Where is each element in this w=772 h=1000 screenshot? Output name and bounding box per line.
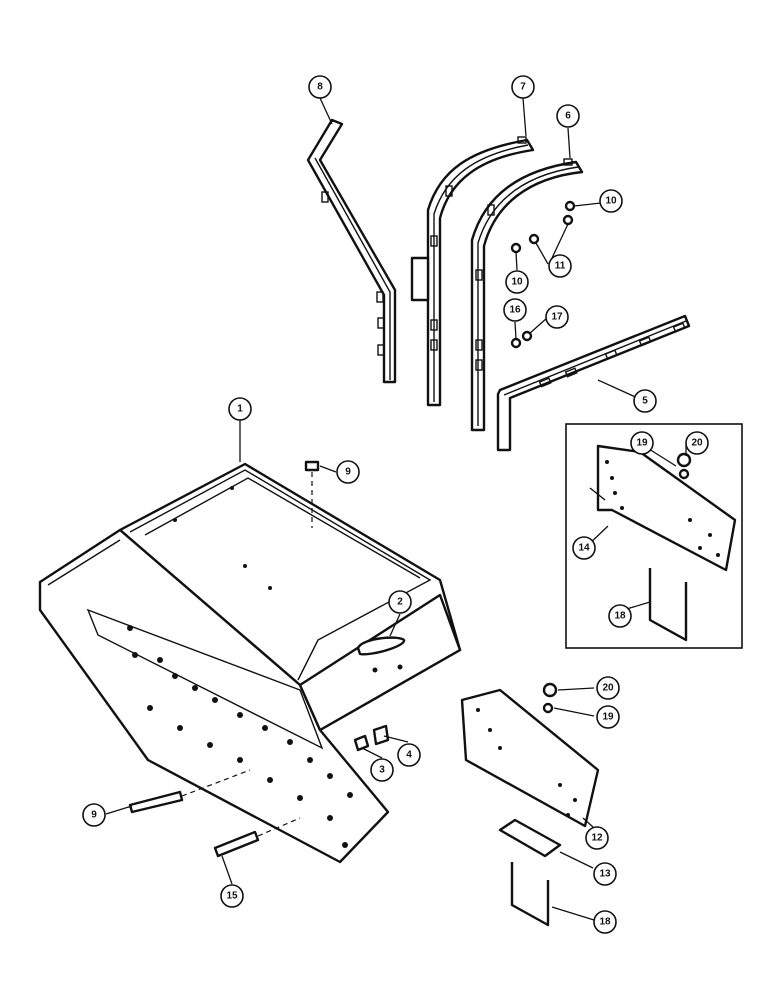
trim-strip-6 <box>470 158 584 432</box>
svg-text:15: 15 <box>226 891 238 902</box>
callout-10-top: 10 <box>599 189 623 213</box>
callout-3: 3 <box>370 758 394 782</box>
callout-1: 1 <box>228 397 252 421</box>
svg-text:1: 1 <box>237 404 243 415</box>
callout-9-bottom: 9 <box>82 803 106 827</box>
callout-6: 6 <box>556 104 580 128</box>
callout-19-bottom: 19 <box>596 705 620 729</box>
trim-strip-5 <box>496 314 691 452</box>
inset-hardware <box>676 452 692 480</box>
svg-text:10: 10 <box>605 196 617 207</box>
svg-text:19: 19 <box>602 712 614 723</box>
u-bolt-18 <box>510 862 550 927</box>
plate-13 <box>498 818 562 858</box>
callout-19-inset: 19 <box>630 431 654 455</box>
svg-text:10: 10 <box>511 277 523 288</box>
callout-5: 5 <box>633 389 657 413</box>
svg-text:9: 9 <box>91 810 97 821</box>
callout-14: 14 <box>572 536 596 560</box>
callout-20-inset: 20 <box>685 431 709 455</box>
callout-20-bottom: 20 <box>596 676 620 700</box>
svg-text:8: 8 <box>317 82 323 93</box>
callout-13: 13 <box>593 862 617 886</box>
callout-18-bottom: 18 <box>593 910 617 934</box>
callout-4: 4 <box>397 743 421 767</box>
svg-text:12: 12 <box>591 833 603 844</box>
svg-text:18: 18 <box>614 611 626 622</box>
callout-7: 7 <box>511 75 535 99</box>
svg-text:3: 3 <box>379 765 385 776</box>
bolts <box>128 460 390 858</box>
svg-text:9: 9 <box>345 467 351 478</box>
bracket-12 <box>460 688 600 828</box>
callout-8: 8 <box>308 75 332 99</box>
svg-text:13: 13 <box>599 869 611 880</box>
trim-strip-8 <box>306 118 397 384</box>
callout-12: 12 <box>585 826 609 850</box>
svg-text:20: 20 <box>602 683 614 694</box>
callout-15: 15 <box>220 884 244 908</box>
callout-11: 11 <box>548 254 572 278</box>
svg-text:16: 16 <box>509 305 521 316</box>
fender-cover-1 <box>38 462 462 864</box>
svg-text:2: 2 <box>397 597 403 608</box>
svg-text:19: 19 <box>636 438 648 449</box>
trim-strip-7 <box>410 136 535 407</box>
inset-frame <box>565 423 743 649</box>
callout-9-top: 9 <box>336 460 360 484</box>
svg-text:18: 18 <box>599 917 611 928</box>
svg-text:20: 20 <box>691 438 703 449</box>
svg-text:4: 4 <box>406 750 412 761</box>
callout-18-inset: 18 <box>608 604 632 628</box>
svg-text:7: 7 <box>520 82 526 93</box>
callout-2: 2 <box>388 590 412 614</box>
lower-hardware <box>542 682 558 714</box>
callout-10-left: 10 <box>505 270 529 294</box>
callout-16: 16 <box>503 298 527 322</box>
svg-text:5: 5 <box>642 396 648 407</box>
svg-text:14: 14 <box>578 543 590 554</box>
svg-text:11: 11 <box>555 261 566 272</box>
callout-17: 17 <box>545 305 569 329</box>
svg-text:6: 6 <box>565 111 571 122</box>
svg-text:17: 17 <box>551 312 563 323</box>
